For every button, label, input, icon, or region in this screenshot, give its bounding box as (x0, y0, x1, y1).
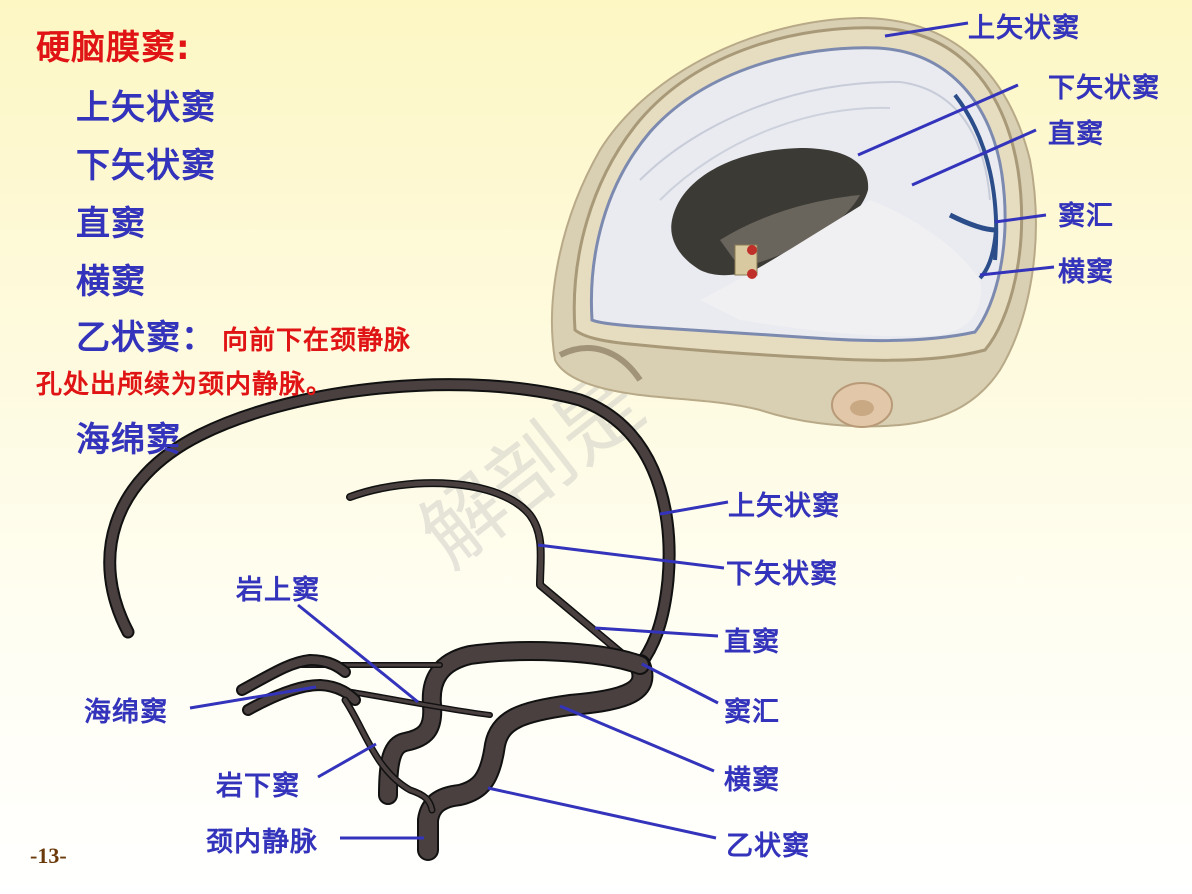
photo-label-inferior-sagittal: 下矢状窦 (1048, 73, 1160, 104)
schematic-label-inferior-sagittal: 下矢状窦 (726, 559, 838, 590)
schematic-label-inferior-petrosal: 岩下窦 (216, 771, 300, 802)
schematic-label-cavernous: 海绵窦 (84, 697, 168, 728)
sigmoid-label: 乙状窦： (76, 318, 216, 358)
sigmoid-note-continued: 孔处出颅续为颈内静脉。 (36, 370, 334, 400)
page-number: -13- (30, 843, 67, 868)
head-illustration (551, 16, 1037, 428)
list-item-sigmoid: 乙状窦：向前下在颈静脉 (76, 310, 411, 359)
photo-label-straight: 直窦 (1048, 119, 1104, 150)
schematic-label-superior-sagittal: 上矢状窦 (728, 491, 840, 522)
schematic-label-confluence: 窦汇 (724, 697, 780, 728)
list-item-transverse: 横窦 (76, 262, 146, 302)
schematic-leader-lines (189, 500, 729, 840)
photo-leader-lines (857, 21, 1055, 277)
schematic-label-transverse: 横窦 (724, 765, 780, 796)
photo-label-confluence: 窦汇 (1058, 201, 1114, 232)
list-item-superior-sagittal: 上矢状窦 (76, 88, 216, 128)
photo-label-transverse: 横窦 (1058, 257, 1114, 288)
sigmoid-note: 向前下在颈静脉 (222, 326, 412, 356)
list-item-inferior-sagittal: 下矢状窦 (76, 146, 216, 186)
list-item-cavernous: 海绵窦 (76, 420, 181, 460)
sinus-schematic (103, 378, 676, 861)
schematic-label-superior-petrosal: 岩上窦 (236, 575, 320, 606)
list-item-straight: 直窦 (76, 204, 146, 244)
schematic-label-internal-jugular: 颈内静脉 (206, 827, 318, 858)
photo-label-superior-sagittal: 上矢状窦 (968, 13, 1080, 44)
schematic-label-sigmoid: 乙状窦 (726, 831, 810, 862)
slide-heading: 硬脑膜窦: (36, 28, 191, 68)
schematic-label-straight: 直窦 (724, 627, 780, 658)
